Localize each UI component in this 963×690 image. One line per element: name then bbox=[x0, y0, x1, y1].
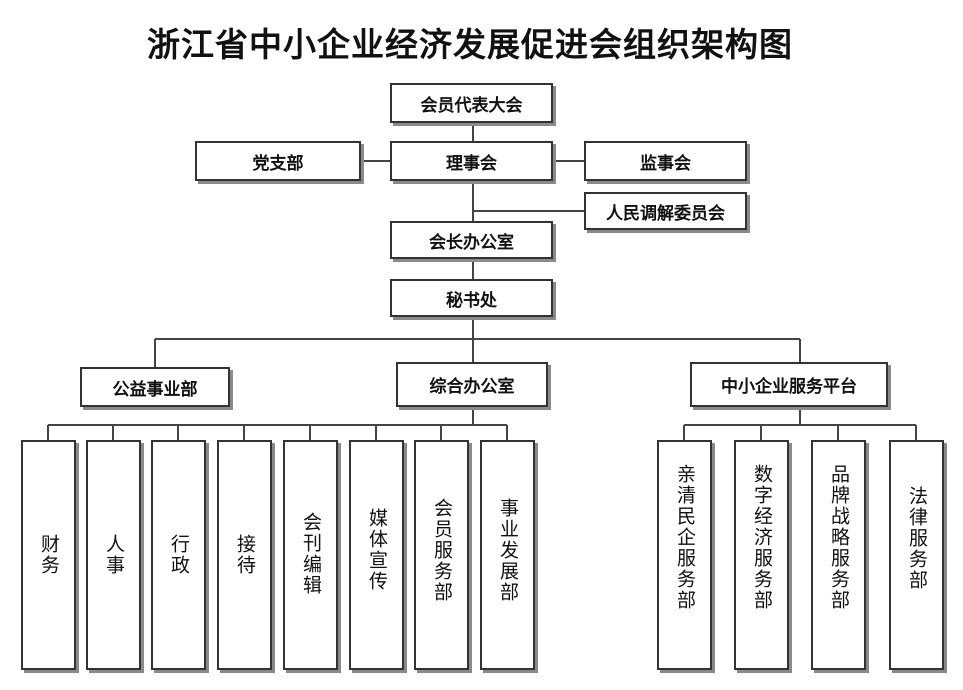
media-publicity-label: 媒体宣传 bbox=[366, 508, 388, 592]
pro-business-service-dept-box: 亲清民企服务部 bbox=[657, 440, 712, 670]
assembly-label: 会员代表大会 bbox=[420, 95, 523, 116]
journal-editing-box: 会刊编辑 bbox=[283, 440, 338, 670]
legal-service-dept-label: 法律服务部 bbox=[906, 486, 928, 591]
president-office-label: 会长办公室 bbox=[429, 232, 514, 253]
digital-economy-service-dept-box: 数字经济服务部 bbox=[734, 440, 789, 670]
finance-label: 财务 bbox=[38, 534, 60, 576]
business-dev-dept-box: 事业发展部 bbox=[480, 440, 535, 670]
council-box: 理事会 bbox=[390, 141, 553, 181]
sme-platform-box: 中小企业服务平台 bbox=[690, 362, 888, 407]
reception-label: 接待 bbox=[234, 534, 256, 576]
mediation-committee-label: 人民调解委员会 bbox=[606, 203, 725, 224]
secretariat-label: 秘书处 bbox=[446, 290, 497, 311]
admin-label: 行政 bbox=[168, 534, 190, 576]
brand-strategy-service-dept-box: 品牌战略服务部 bbox=[811, 440, 866, 670]
hr-box: 人事 bbox=[86, 440, 141, 670]
finance-box: 财务 bbox=[21, 440, 76, 670]
legal-service-dept-box: 法律服务部 bbox=[889, 440, 944, 670]
pro-business-service-dept-label: 亲清民企服务部 bbox=[674, 464, 696, 611]
member-service-dept-box: 会员服务部 bbox=[414, 440, 469, 670]
reception-box: 接待 bbox=[217, 440, 272, 670]
general-office-box: 综合办公室 bbox=[396, 362, 548, 407]
digital-economy-service-dept-label: 数字经济服务部 bbox=[751, 464, 773, 611]
party-branch-label: 党支部 bbox=[252, 153, 304, 174]
hr-label: 人事 bbox=[103, 534, 125, 576]
media-publicity-box: 媒体宣传 bbox=[349, 440, 404, 670]
council-label: 理事会 bbox=[446, 153, 497, 174]
journal-editing-label: 会刊编辑 bbox=[300, 512, 322, 596]
public-welfare-dept-box: 公益事业部 bbox=[80, 367, 230, 407]
president-office-box: 会长办公室 bbox=[390, 221, 553, 259]
supervisory-board-box: 监事会 bbox=[584, 141, 747, 181]
mediation-committee-box: 人民调解委员会 bbox=[584, 192, 747, 230]
secretariat-box: 秘书处 bbox=[390, 279, 553, 317]
general-office-label: 综合办公室 bbox=[429, 377, 515, 397]
assembly-box: 会员代表大会 bbox=[390, 83, 553, 123]
admin-box: 行政 bbox=[151, 440, 206, 670]
brand-strategy-service-dept-label: 品牌战略服务部 bbox=[828, 464, 850, 611]
supervisory-board-label: 监事会 bbox=[640, 153, 691, 174]
business-dev-dept-label: 事业发展部 bbox=[497, 498, 519, 603]
member-service-dept-label: 会员服务部 bbox=[431, 498, 453, 603]
page-title: 浙江省中小企业经济发展促进会组织架构图 bbox=[147, 25, 793, 64]
public-welfare-dept-label: 公益事业部 bbox=[112, 379, 198, 400]
sme-platform-label: 中小企业服务平台 bbox=[721, 377, 857, 397]
party-branch-box: 党支部 bbox=[195, 141, 361, 181]
